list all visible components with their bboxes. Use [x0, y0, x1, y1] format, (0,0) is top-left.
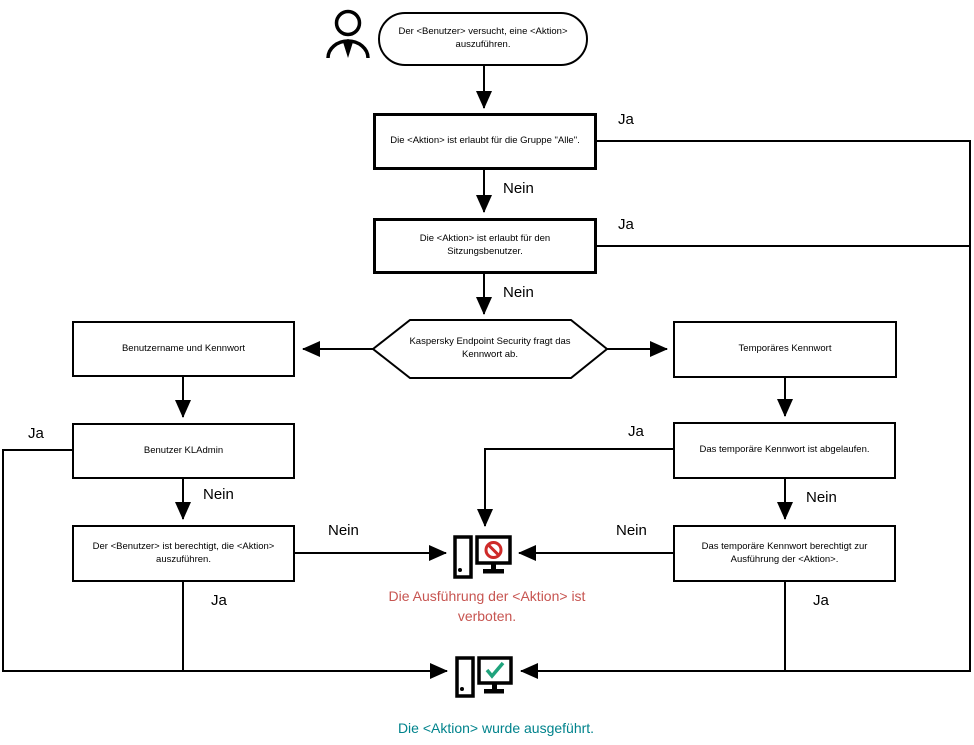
decision-hexagon: [371, 319, 609, 379]
edge-label-ja-2: Ja: [618, 216, 634, 233]
edge-label-ja-6: Ja: [813, 592, 829, 609]
node-password-prompt: Kaspersky Endpoint Security fragt das Ke…: [409, 336, 571, 360]
outcome-executed-text: Die <Aktion> wurde ausgeführt.: [397, 720, 595, 736]
edge-expired-ja-to-denied: [477, 448, 673, 527]
edge-label-nein-4: Nein: [328, 522, 359, 539]
edge-group-ja-right-rail: [520, 140, 971, 679]
edge-label-ja-5: Ja: [628, 423, 644, 440]
node-user-authorized: Der <Benutzer> ist berechtigt, die <Akti…: [72, 525, 295, 582]
computer-check-icon: [455, 656, 513, 698]
node-temp-expired: Das temporäre Kennwort ist abgelaufen.: [673, 422, 896, 479]
edge-label-nein-3: Nein: [203, 486, 234, 503]
node-temp-authorizes: Das temporäre Kennwort berechtigt zur Au…: [673, 525, 896, 582]
node-kladmin: Benutzer KLAdmin: [72, 423, 295, 479]
node-username-password: Benutzername und Kennwort: [72, 321, 295, 377]
node-temp-password: Temporäres Kennwort: [673, 321, 897, 378]
node-session-user: Die <Aktion> ist erlaubt für den Sitzung…: [373, 218, 597, 274]
computer-prohibited-icon: [453, 535, 512, 579]
edge-label-nein-2: Nein: [503, 284, 534, 301]
outcome-denied-text: Die Ausführung der <Aktion> ist verboten…: [388, 588, 586, 625]
node-start: Der <Benutzer> versucht, eine <Aktion> a…: [378, 12, 588, 66]
connector-lines: [2, 66, 971, 679]
edge-kladmin-ja-left-rail: [2, 449, 448, 679]
edge-label-nein-1: Nein: [503, 180, 534, 197]
edge-label-ja-4: Ja: [211, 592, 227, 609]
node-group-alle: Die <Aktion> ist erlaubt für die Gruppe …: [373, 113, 597, 170]
prohibition-icon: [484, 541, 503, 559]
checkmark-icon: [485, 661, 505, 679]
edge-label-nein-5: Nein: [806, 489, 837, 506]
edge-label-nein-6: Nein: [616, 522, 647, 539]
edge-label-ja-3: Ja: [28, 425, 44, 442]
edge-label-ja-1: Ja: [618, 111, 634, 128]
person-icon: [326, 9, 370, 59]
